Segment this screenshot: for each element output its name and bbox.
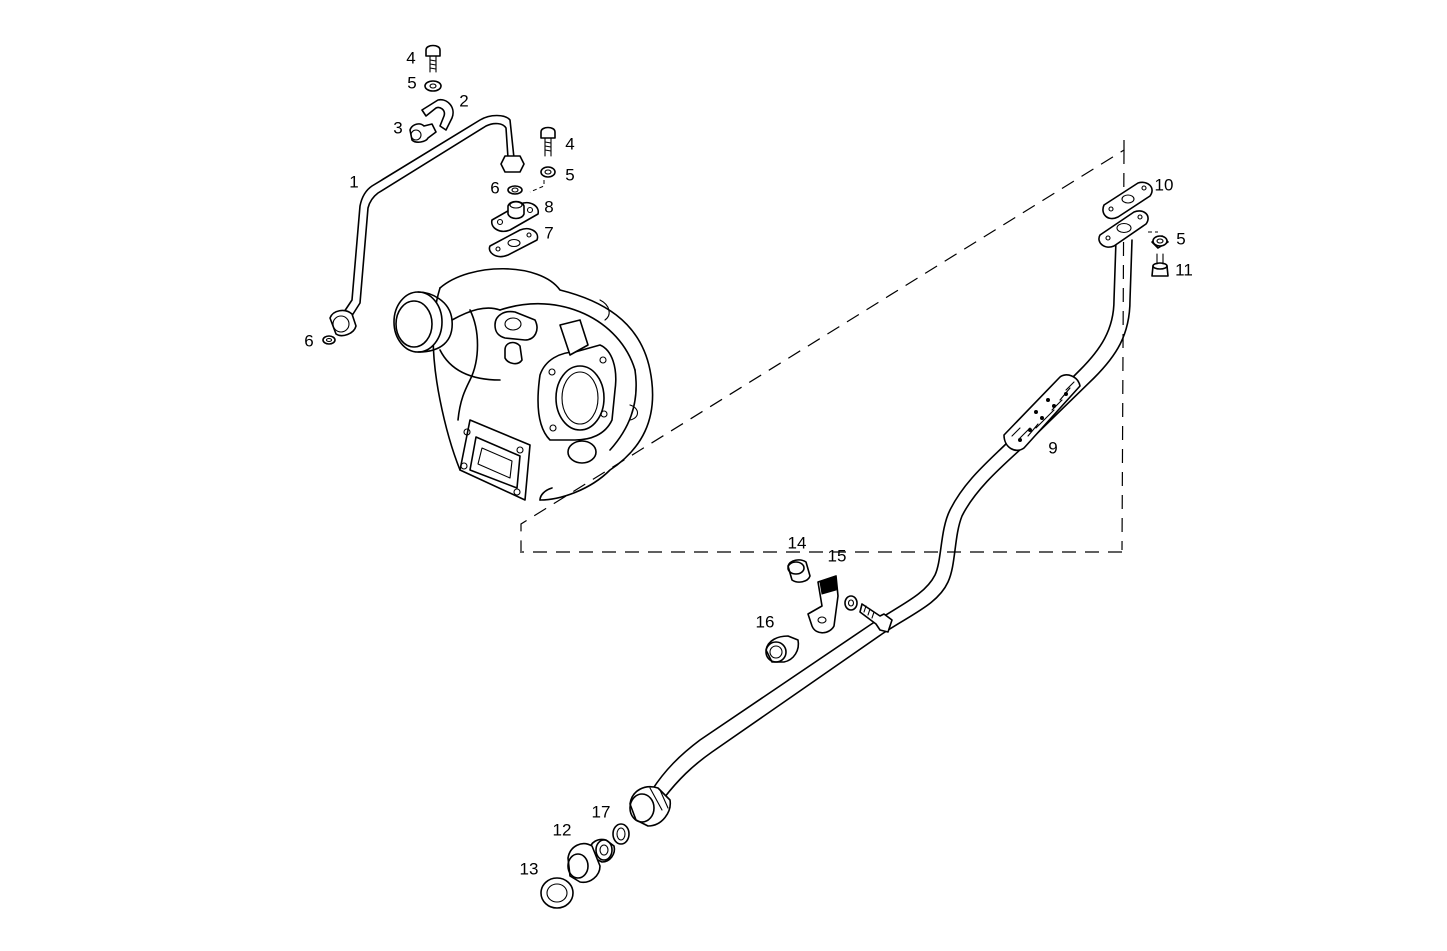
label-part-14[interactable]: 14 <box>788 533 807 552</box>
label-part-2[interactable]: 2 <box>459 91 468 110</box>
label-part-8[interactable]: 8 <box>544 197 553 216</box>
label-part-16[interactable]: 16 <box>756 612 775 631</box>
braid-texture <box>1011 381 1075 442</box>
label-part-5-center[interactable]: 5 <box>565 165 574 184</box>
label-part-12[interactable]: 12 <box>553 820 572 839</box>
part-17-o-ring[interactable] <box>612 823 630 845</box>
label-part-17[interactable]: 17 <box>592 802 611 821</box>
label-part-5-top[interactable]: 5 <box>407 73 416 92</box>
part-7-gasket-center[interactable] <box>488 227 539 258</box>
clip-bolt[interactable] <box>859 603 893 633</box>
label-part-3[interactable]: 3 <box>393 118 402 137</box>
label-part-10[interactable]: 10 <box>1155 175 1174 194</box>
part-10-gasket-right[interactable] <box>1102 181 1153 220</box>
part-1-oil-feed-pipe[interactable] <box>329 114 525 337</box>
label-part-4-center[interactable]: 4 <box>565 134 574 153</box>
label-part-7[interactable]: 7 <box>544 223 553 242</box>
label-part-6-left[interactable]: 6 <box>304 331 313 350</box>
label-part-4-top[interactable]: 4 <box>406 48 415 67</box>
label-part-6-center[interactable]: 6 <box>490 178 499 197</box>
part-3-fitting[interactable] <box>409 123 437 143</box>
part-6-washer-center[interactable] <box>507 185 523 195</box>
part-6-washer-left[interactable] <box>322 335 336 345</box>
label-part-5-right[interactable]: 5 <box>1176 229 1185 248</box>
turbocharger <box>393 268 654 501</box>
part-8-flange-fitting[interactable] <box>490 200 540 233</box>
label-part-9[interactable]: 9 <box>1048 438 1057 457</box>
part-16-grommet[interactable] <box>765 635 800 663</box>
part-4-bolt-center[interactable] <box>540 126 556 157</box>
part-5-washer-top[interactable] <box>424 80 442 92</box>
part-13-sealing-ring[interactable] <box>540 877 574 909</box>
label-part-11[interactable]: 11 <box>1175 260 1193 279</box>
clip-washer[interactable] <box>844 595 858 611</box>
part-9-oil-return-pipe[interactable] <box>629 210 1149 827</box>
part-labels: 1 2 3 4 5 4 5 6 8 7 6 10 5 11 9 14 15 16… <box>304 48 1193 878</box>
part-11-bolt-right[interactable] <box>1151 253 1169 277</box>
part-15-clip[interactable] <box>807 575 839 634</box>
label-part-15[interactable]: 15 <box>828 546 847 565</box>
part-5-washer-right[interactable] <box>1148 231 1169 249</box>
reference-dashed-lines <box>520 140 1125 553</box>
part-14-bushing[interactable] <box>787 559 811 583</box>
part-12-adapter-fitting[interactable] <box>567 838 616 884</box>
part-4-bolt-top[interactable] <box>425 44 441 73</box>
part-2-clamp[interactable] <box>421 98 454 131</box>
label-part-1[interactable]: 1 <box>349 172 358 191</box>
part-5-washer-center[interactable] <box>529 166 556 193</box>
label-part-13[interactable]: 13 <box>520 859 539 878</box>
